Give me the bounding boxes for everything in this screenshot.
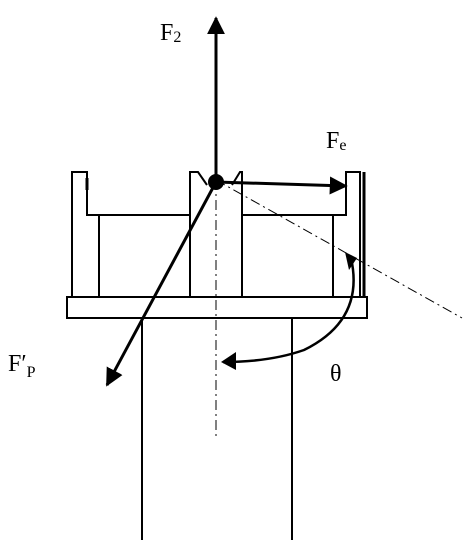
force-fp-arrow bbox=[105, 181, 218, 387]
label-theta: θ bbox=[330, 361, 342, 387]
angle-reference-line bbox=[215, 179, 463, 319]
piston-column bbox=[141, 318, 293, 540]
application-point bbox=[208, 174, 224, 190]
base-plate bbox=[66, 296, 368, 319]
angle-arc-head-top bbox=[345, 252, 357, 270]
force-fe-arrow bbox=[215, 176, 348, 195]
label-fp: F′P bbox=[8, 351, 36, 381]
label-fe: Fe bbox=[326, 128, 346, 154]
label-f2: F2 bbox=[160, 20, 181, 46]
housing-outline bbox=[71, 171, 361, 297]
angle-arc-head-left bbox=[221, 352, 236, 370]
angle-arc bbox=[222, 257, 355, 364]
